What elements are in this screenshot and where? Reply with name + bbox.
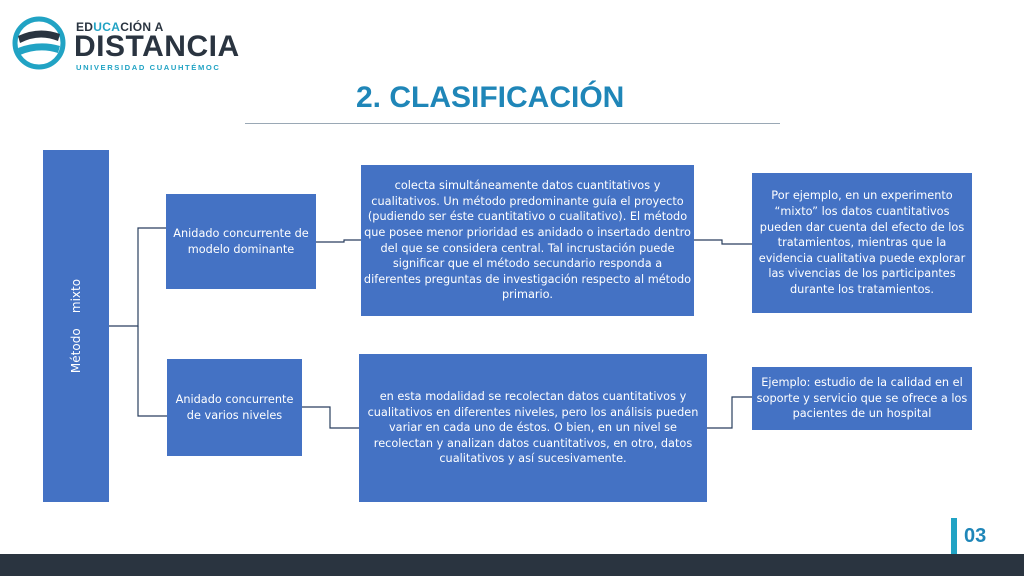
logo-emblem-icon [12, 16, 66, 70]
branch-2-label: Anidado concurrente de varios niveles [167, 359, 302, 456]
title-divider [245, 123, 780, 124]
page-number: 03 [964, 525, 987, 547]
logo-line-2: DISTANCIA [74, 30, 240, 63]
logo-line-1: EDUCACIÓN A [76, 20, 164, 34]
branch-2-description: en esta modalidad se recolectan datos cu… [359, 354, 707, 502]
branch-1-label: Anidado concurrente de modelo dominante [166, 194, 316, 289]
logo-line-3: UNIVERSIDAD CUAUHTÉMOC [76, 63, 221, 72]
slide-title: 2. CLASIFICACIÓN [356, 81, 625, 114]
branch-1-description: colecta simultáneamente datos cuantitati… [361, 165, 694, 316]
root-label: Método mixto [69, 278, 83, 374]
root-box [43, 150, 109, 502]
page-number-accent [951, 518, 957, 554]
footer-bar [0, 554, 1024, 576]
branch-1-example: Por ejemplo, en un experimento “mixto” l… [752, 173, 972, 313]
branch-2-example: Ejemplo: estudio de la calidad en el sop… [752, 367, 972, 430]
logo: EDUCACIÓN A DISTANCIA UNIVERSIDAD CUAUHT… [12, 14, 239, 74]
